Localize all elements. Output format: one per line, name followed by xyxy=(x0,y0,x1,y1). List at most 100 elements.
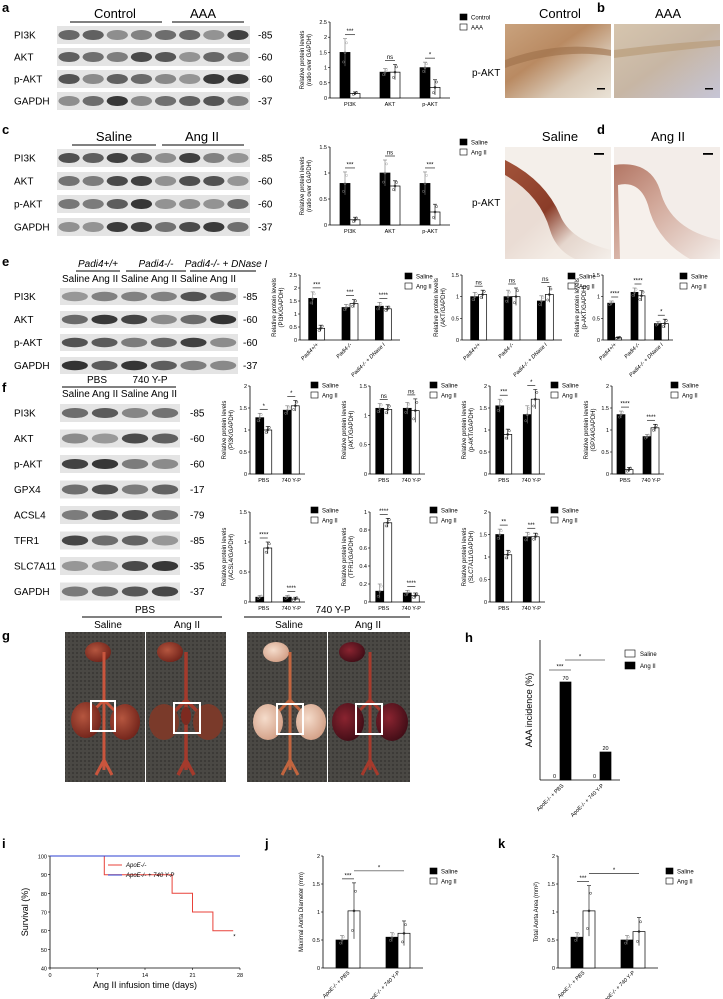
y-tick-label: 1 xyxy=(552,910,555,916)
y-tick-label: 1 xyxy=(317,910,320,916)
data-point xyxy=(342,935,345,939)
legend-label: Saline xyxy=(441,384,458,390)
blot-band xyxy=(121,314,148,325)
legend-label: Saline xyxy=(416,275,433,281)
y-tick-label: 100 xyxy=(38,855,47,861)
photo-g-group-740yp: 740 Y-P xyxy=(315,605,350,616)
blot-kda: -85 xyxy=(190,536,205,547)
blot-band xyxy=(121,484,149,495)
legend-label: Saline xyxy=(322,384,339,390)
legend-label: Ang II xyxy=(579,285,595,291)
panel-label-c: c xyxy=(2,122,9,137)
data-point xyxy=(508,550,511,553)
blot-a-group-aaa: AAA xyxy=(190,6,216,21)
data-point xyxy=(258,416,262,419)
y-axis-label: (PI3K/GAPDH) xyxy=(279,287,285,327)
data-point xyxy=(256,419,260,423)
y-tick-label: 0 xyxy=(364,600,367,606)
blot-band xyxy=(106,73,128,85)
y-tick-label: 2 xyxy=(294,286,297,292)
data-point xyxy=(504,556,508,560)
data-point xyxy=(413,594,417,598)
x-tick-label: Padi4+/+ xyxy=(462,342,482,362)
blot-row-label: ACSL4 xyxy=(14,511,46,522)
blot-strip xyxy=(60,455,180,473)
data-point xyxy=(344,306,348,309)
panel-label-g: g xyxy=(2,628,10,643)
blot-row-label: GAPDH xyxy=(14,97,50,108)
photo-g-sub-4: Ang II xyxy=(355,620,381,631)
data-point xyxy=(527,532,531,535)
data-point xyxy=(422,70,425,73)
sig-label: ns xyxy=(475,281,481,287)
panel-label-i: i xyxy=(2,836,6,851)
sig-label: ns xyxy=(408,389,414,395)
bar xyxy=(341,307,351,341)
data-point xyxy=(287,405,291,409)
sig-label: ** xyxy=(501,520,506,526)
blot-band xyxy=(58,73,80,85)
legend-swatch xyxy=(310,516,319,524)
data-point xyxy=(525,413,529,416)
y-tick-label: 1 xyxy=(606,428,609,434)
y-axis-label: Relative protein levels xyxy=(462,528,468,587)
blot-band xyxy=(121,407,149,419)
data-point xyxy=(474,292,478,295)
y-axis-label: (PI3K/GAPDH) xyxy=(229,410,235,450)
y-tick-label: 1.5 xyxy=(359,384,367,390)
sig-label: *** xyxy=(313,282,321,288)
bar xyxy=(375,407,385,475)
y-tick-label: 1 xyxy=(294,312,297,318)
y-axis-label: Relative protein levels xyxy=(462,401,468,460)
y-axis-label: Relative protein levels xyxy=(222,401,228,460)
legend-label: Ang II xyxy=(677,880,693,886)
blot-band xyxy=(91,586,119,597)
blot-kda: -85 xyxy=(258,154,273,165)
blot-band xyxy=(91,484,119,495)
blot-band xyxy=(61,433,89,444)
data-point xyxy=(380,403,383,407)
bar xyxy=(530,398,540,475)
data-point xyxy=(268,426,271,429)
data-point xyxy=(343,308,346,311)
y-tick-label: 0.5 xyxy=(239,450,247,456)
data-point xyxy=(387,305,391,309)
blot-kda: -60 xyxy=(190,434,205,445)
data-point xyxy=(473,295,476,298)
data-point xyxy=(412,596,415,599)
x-tick-label: AKT xyxy=(385,229,396,235)
data-point xyxy=(392,76,395,79)
x-tick-label: Padi4+/+ xyxy=(598,342,618,362)
blot-band xyxy=(227,73,249,85)
legend-swatch xyxy=(310,391,319,399)
western-blot-f: PI3K-85AKT-60p-AKT-60GPX4-17ACSL4-79TFR1… xyxy=(14,404,205,601)
x-tick-label: Padi4-/- + DNase I xyxy=(350,342,387,379)
blot-band xyxy=(130,221,153,233)
legend-swatch xyxy=(459,13,468,21)
bar xyxy=(263,547,273,603)
data-point xyxy=(320,324,324,328)
data-point xyxy=(549,287,553,291)
blot-band xyxy=(130,73,153,85)
data-point xyxy=(379,302,383,305)
data-point xyxy=(393,184,397,188)
sig-label: * xyxy=(530,380,533,386)
bar xyxy=(650,427,660,475)
x-tick-label: ApoE-/- + PBS xyxy=(556,970,587,999)
ihc-b-title-aaa: AAA xyxy=(655,6,681,21)
legend-label: Ang II xyxy=(471,151,487,157)
sig-label: **** xyxy=(259,533,269,539)
legend-label: Ang II xyxy=(691,285,707,291)
data-point xyxy=(618,415,621,419)
y-tick-label: 1.5 xyxy=(601,406,609,412)
blot-strip xyxy=(57,48,250,66)
data-point xyxy=(292,408,295,411)
blot-kda: -17 xyxy=(190,485,205,496)
blot-row-label: AKT xyxy=(14,53,33,64)
panel-label-h: h xyxy=(465,630,473,645)
x-tick-label: 740 Y-P xyxy=(522,478,542,484)
data-point xyxy=(342,190,345,193)
bar xyxy=(383,522,393,603)
x-tick-label: Padi4-/- xyxy=(624,342,642,360)
